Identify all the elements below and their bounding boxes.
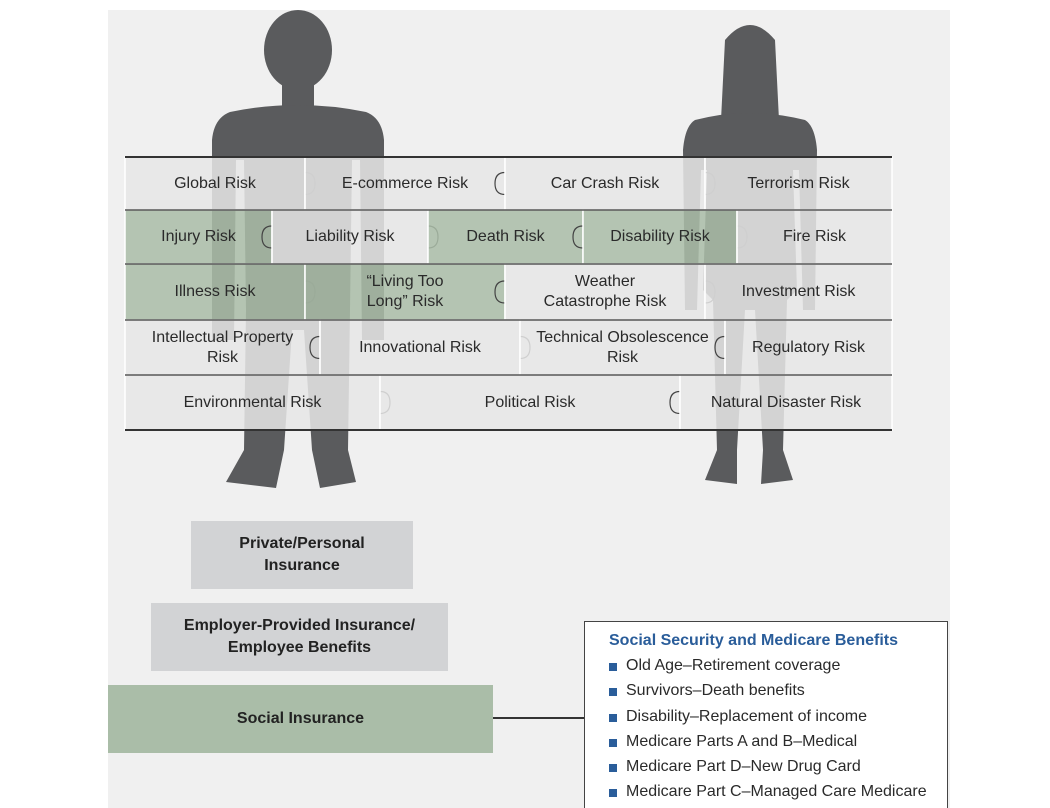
puzzle-knob (714, 335, 726, 360)
benefit-text: Old Age–Retirement coverage (626, 657, 841, 674)
risk-label-text: Political Risk (484, 393, 576, 411)
benefits-box: Social Security and Medicare Benefits Ol… (584, 621, 948, 808)
risk-label: Weather Catastrophe Risk (505, 264, 705, 320)
risk-label-text: Death Risk (466, 228, 545, 245)
risk-label-text: Disability Risk (610, 228, 710, 245)
risk-label-text: Liability Risk (305, 228, 395, 245)
puzzle-knob (494, 171, 506, 196)
risk-label: Natural Disaster Risk (680, 375, 892, 430)
puzzle-knob (309, 335, 321, 360)
puzzle-piece-4-1 (379, 374, 681, 431)
benefit-item: Survivors–Death benefits (609, 679, 947, 704)
tier-social-insurance: Social Insurance (108, 685, 493, 753)
risk-label: Liability Risk (272, 210, 428, 264)
puzzle-piece-1-2 (427, 209, 584, 265)
puzzle-knob (669, 390, 681, 415)
benefit-text: Medicare Parts A and B–Medical (626, 732, 858, 750)
risk-label: Car Crash Risk (505, 157, 705, 210)
risk-label: Regulatory Risk (725, 320, 892, 375)
square-bullet-icon (609, 713, 617, 722)
risk-label: Technical Obsolescence Risk (520, 320, 725, 375)
square-bullet-icon (609, 688, 617, 697)
risk-label-text: Environmental Risk (183, 393, 322, 411)
risk-label-text: Investment Risk (741, 283, 856, 300)
benefit-text: Medicare Part C–Managed Care Medicare (626, 783, 927, 801)
risk-label-text: Regulatory Risk (752, 338, 865, 356)
puzzle-knob (572, 225, 584, 249)
risk-label-text: Car Crash Risk (550, 174, 660, 192)
square-bullet-icon (609, 764, 617, 773)
risk-label-text: Illness Risk (174, 283, 256, 300)
risk-label: E-commerce Risk (305, 157, 505, 210)
risk-label-text: Injury Risk (161, 228, 236, 245)
risk-label-text: Technical Obsolescence Risk (536, 328, 709, 366)
risk-label-text: Intellectual Property Risk (151, 328, 294, 366)
puzzle-piece-1-1 (271, 209, 429, 265)
risk-label: Intellectual Property Risk (125, 320, 320, 375)
risk-label-text: Fire Risk (782, 228, 847, 245)
risk-label-text: Weather Catastrophe Risk (543, 273, 667, 310)
puzzle-knob (261, 225, 273, 249)
puzzle-piece-1-3 (582, 209, 738, 265)
risk-label: Terrorism Risk (705, 157, 892, 210)
puzzle-piece-3-0 (124, 319, 321, 376)
risk-label-text: Innovational Risk (359, 338, 481, 356)
puzzle-piece-3-1 (319, 319, 521, 376)
risk-label-text: Global Risk (174, 174, 256, 192)
puzzle-piece-2-3 (704, 263, 893, 321)
puzzle-piece-4-2 (679, 374, 893, 431)
risk-label: Global Risk (125, 157, 305, 210)
benefits-title: Social Security and Medicare Benefits (609, 632, 898, 649)
risk-label-text: “Living Too Long” Risk (366, 273, 444, 310)
benefit-item: Disability–Replacement of income (609, 705, 947, 730)
risk-label: Illness Risk (125, 264, 305, 320)
square-bullet-icon (609, 738, 617, 747)
tier-private-insurance: Private/Personal Insurance (191, 521, 413, 589)
puzzle-piece-2-0 (124, 263, 306, 321)
puzzle-knob (494, 280, 506, 304)
risk-label: Innovational Risk (320, 320, 520, 375)
risk-label: Political Risk (380, 375, 680, 430)
puzzle-piece-1-4 (736, 209, 893, 265)
puzzle-piece-3-3 (724, 319, 893, 376)
risk-label: Death Risk (428, 210, 583, 264)
tier-private-label: Private/Personal Insurance (239, 535, 365, 574)
tier-employer-insurance: Employer-Provided Insurance/ Employee Be… (151, 603, 448, 671)
risk-label: Disability Risk (583, 210, 737, 264)
tier-social-label: Social Insurance (236, 710, 365, 727)
benefit-text: Medicare Part D–New Drug Card (626, 758, 861, 776)
benefit-item: Medicare Part C–Managed Care Medicare (609, 780, 947, 805)
benefit-item: Medicare Part D–New Drug Card (609, 755, 947, 780)
tier-employer-label: Employer-Provided Insurance/ Employee Be… (183, 617, 416, 656)
risk-label-text: Natural Disaster Risk (710, 393, 862, 411)
benefit-item: Old Age–Retirement coverage (609, 654, 947, 679)
risk-label: Investment Risk (705, 264, 892, 320)
puzzle-piece-2-2 (504, 263, 706, 321)
risk-label: Injury Risk (125, 210, 272, 264)
risk-label: “Living Too Long” Risk (305, 264, 505, 320)
benefit-text: Disability–Replacement of income (626, 707, 867, 725)
square-bullet-icon (609, 663, 617, 671)
risk-label-text: Terrorism Risk (747, 174, 850, 192)
square-bullet-icon (609, 789, 617, 798)
risk-label: Environmental Risk (125, 375, 380, 430)
risk-label-text: E-commerce Risk (341, 174, 469, 192)
puzzle-piece-0-3 (704, 156, 893, 211)
puzzle-piece-0-2 (504, 156, 706, 211)
benefit-text: Survivors–Death benefits (626, 682, 805, 700)
connector-line (493, 717, 584, 719)
risk-label: Fire Risk (737, 210, 892, 264)
benefit-item: Medicare Parts A and B–Medical (609, 730, 947, 755)
